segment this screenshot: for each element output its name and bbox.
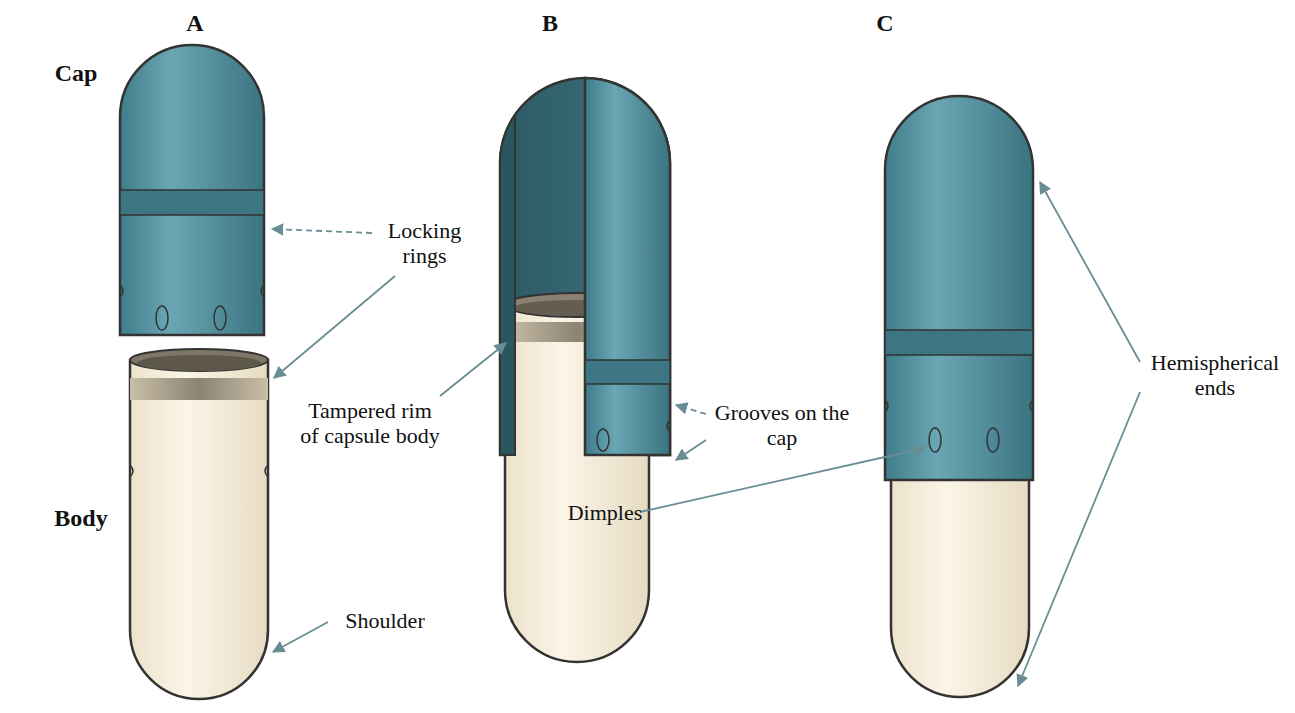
figure-letter: A (170, 10, 220, 38)
cap-shell (585, 78, 670, 455)
locking-ring (885, 330, 1033, 355)
leader-line (1040, 182, 1140, 362)
part-label: Tampered rim of capsule body (300, 398, 440, 449)
body-ring (130, 378, 268, 400)
part-label: Locking rings (372, 218, 477, 269)
leader-line (272, 229, 372, 233)
figure-letter: C (860, 10, 910, 38)
body-shell (130, 360, 268, 699)
leader-line (640, 448, 925, 512)
leader-line (676, 440, 706, 460)
leader-line (273, 622, 328, 652)
part-label: Shoulder (330, 608, 440, 633)
part-label: Grooves on the cap (702, 400, 862, 451)
leader-line (1018, 392, 1140, 686)
dimple (156, 306, 168, 330)
cap-groove (585, 360, 670, 384)
figure-letter: B (525, 10, 575, 38)
dimple (929, 428, 941, 452)
leader-line (274, 276, 395, 378)
dimple (987, 428, 999, 452)
cap-shell (120, 45, 264, 335)
capsule-b (500, 78, 670, 662)
body-shell (891, 470, 1029, 697)
leader-lines (272, 182, 1140, 686)
part-label: Hemispherical ends (1140, 350, 1290, 401)
capsule-a (120, 45, 268, 699)
locking-ring (120, 190, 264, 215)
cap-shell (885, 96, 1033, 480)
cap-cut-edge (500, 115, 515, 455)
part-heading: Cap (36, 60, 116, 88)
part-heading: Body (36, 505, 126, 533)
leader-line (676, 405, 706, 414)
dimple (597, 429, 609, 451)
leader-line (440, 343, 506, 396)
capsule-c (885, 96, 1033, 697)
dimple (214, 306, 226, 330)
part-label: Dimples (560, 500, 650, 525)
